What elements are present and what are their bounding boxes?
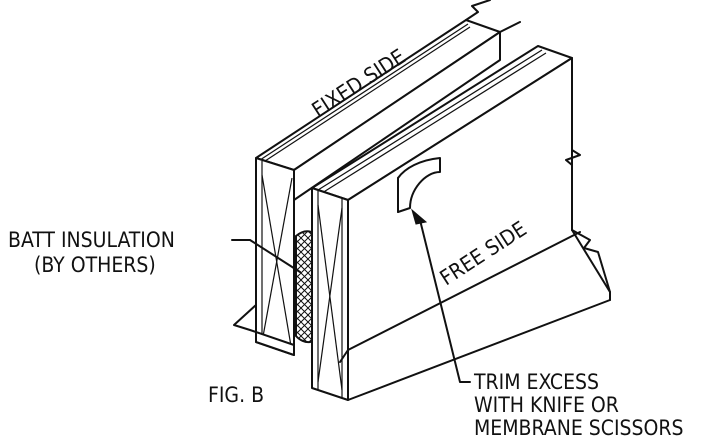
free-side-wall — [311, 45, 611, 401]
trim-excess-tool-line-2: MEMBRANE SCISSORS — [474, 416, 684, 438]
fixed-side-wall — [255, 0, 521, 356]
batt-insulation-note: (BY OTHERS) — [34, 253, 156, 277]
leader-lines — [231, 208, 471, 383]
batt-insulation-label: BATT INSULATION — [8, 228, 175, 252]
figure-label: FIG. B — [208, 383, 264, 407]
trim-excess-label: TRIM EXCESS — [473, 370, 599, 394]
trim-excess-tool-line: WITH KNIFE OR — [474, 393, 619, 417]
